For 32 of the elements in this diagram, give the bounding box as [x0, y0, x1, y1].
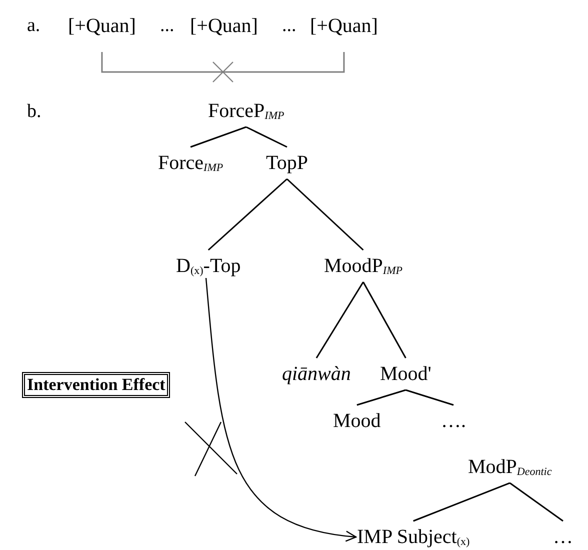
- tree-branch: [405, 389, 454, 406]
- tree-branch: [509, 482, 564, 522]
- tree-node-label: IMP Subject$_{(x)}$: [357, 525, 470, 549]
- tree-node-label: Force$_{IMP}$: [158, 151, 224, 175]
- tree-branch: [246, 126, 288, 148]
- text-label: ...: [160, 14, 174, 38]
- tree-branch: [316, 282, 364, 358]
- text-label: ...: [282, 14, 296, 38]
- tree-node-label: qiānwàn: [282, 362, 351, 386]
- tree-node-label: …: [553, 525, 573, 549]
- tree-node-label: D$_{(x)}$-Top: [176, 254, 241, 278]
- tree-node-label: ForceP$_{IMP}$: [208, 99, 284, 123]
- tree-branch: [286, 178, 364, 251]
- tree-branch: [356, 389, 406, 406]
- tree-node-label: MoodP$_{IMP}$: [324, 254, 402, 278]
- text-label: b.: [27, 100, 42, 124]
- tree-branch: [413, 482, 510, 522]
- tree-node-label: [+Quan]: [190, 14, 258, 38]
- tree-node-label: ….: [441, 409, 466, 433]
- tree-node-label: TopP: [266, 151, 308, 175]
- text-label: a.: [27, 14, 40, 38]
- tree-node-label: Mood: [333, 409, 381, 433]
- movement-arrow: [205, 278, 357, 542]
- tree-branch: [190, 126, 246, 148]
- bracket-line: [101, 52, 345, 73]
- tree-node-label: [+Quan]: [310, 14, 378, 38]
- tree-node-label: [+Quan]: [68, 14, 136, 38]
- intervention-box: Intervention Effect: [22, 372, 170, 398]
- tree-branch: [208, 178, 288, 251]
- tree-branch: [362, 282, 406, 358]
- tree-node-label: ModP$_{Deontic}$: [468, 455, 552, 479]
- tree-node-label: Mood': [380, 362, 432, 386]
